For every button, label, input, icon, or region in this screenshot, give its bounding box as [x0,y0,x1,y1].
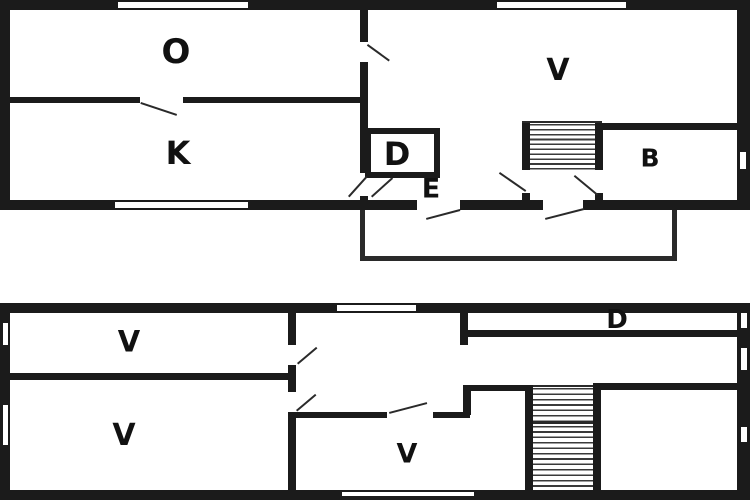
closet-d [365,128,440,178]
stairs-side-wall [522,123,530,170]
room-label-d-lower: D [606,305,628,335]
room-label-d-closet: D [383,135,411,173]
stairs-side-wall [522,193,530,200]
window [1,323,10,345]
wall [737,0,750,210]
room-label-k: K [165,134,191,172]
wall [463,385,533,391]
door-swing [140,102,178,116]
window [739,427,749,442]
stairs [530,124,595,172]
door-swing [296,393,317,412]
room-label-v1: V [117,324,141,359]
wall [597,383,737,390]
wall [296,412,387,418]
wall [460,313,468,345]
door-swing [366,44,390,62]
window [118,0,248,10]
wall [10,373,290,380]
stairs-side-wall [525,391,533,490]
stairs-side-wall [595,193,603,200]
room-label-v-upper: V [546,53,570,88]
window [115,200,248,210]
window [739,348,749,370]
window [497,0,626,10]
wall [288,313,296,345]
door-swing [498,172,527,192]
room-label-b: B [640,143,660,173]
porch-wall [672,210,677,261]
porch-wall [360,256,677,261]
wall [468,330,737,337]
wall [433,412,470,418]
window [337,303,416,313]
stairs-top-edge [522,121,602,123]
stairs [533,388,593,490]
wall [0,97,140,103]
door-swing [545,208,585,220]
wall [288,365,296,392]
window [739,313,749,328]
wall [360,196,368,210]
door-swing [371,177,394,198]
wall [583,200,750,210]
door-swing [573,175,599,196]
wall [0,0,750,10]
room-label-v2: V [112,418,136,453]
stairs-side-wall [595,123,603,170]
wall [463,385,471,415]
window [342,490,474,498]
wall [360,0,368,42]
stairs-landing-edge [533,421,593,424]
door-swing [426,209,461,220]
window [1,405,10,445]
door-swing [389,402,428,414]
wall [360,62,368,173]
wall [737,303,750,500]
wall [183,97,360,103]
room-label-v3: V [396,438,418,470]
room-label-e: E [421,173,441,205]
room-label-o: O [161,32,191,72]
stairs-top-edge [533,385,593,387]
wall [595,123,737,130]
wall [460,200,543,210]
wall [0,0,10,210]
stairs-side-wall [593,383,601,490]
window [738,152,748,169]
door-swing [348,175,368,198]
wall [288,412,296,490]
porch-wall [360,210,365,261]
wall [0,303,10,500]
door-swing [297,346,318,365]
